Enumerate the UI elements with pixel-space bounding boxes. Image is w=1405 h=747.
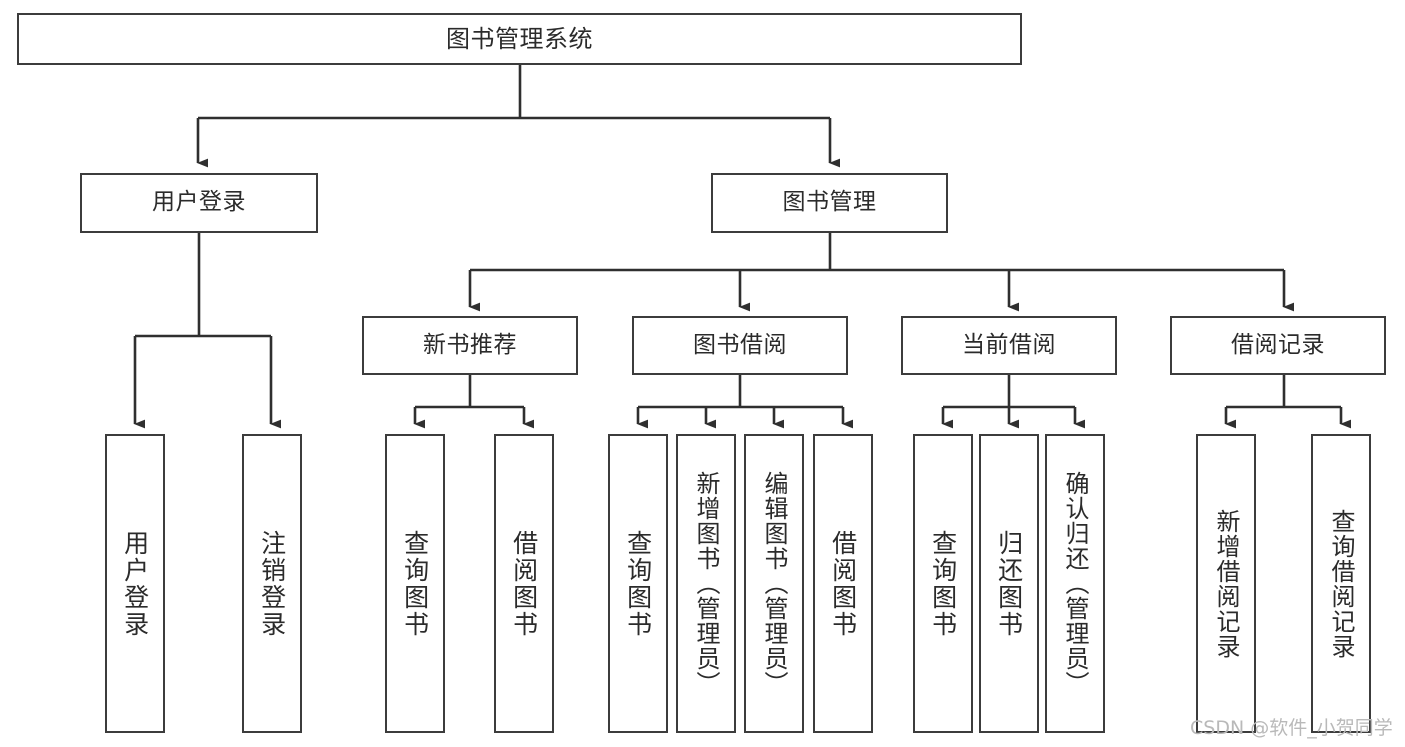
node-leaf-query-book-borrow[interactable]: 查询图书: [608, 434, 668, 733]
node-root-system[interactable]: 图书管理系统: [17, 13, 1022, 65]
node-leaf-confirm-return-admin[interactable]: 确认归还（管理员）: [1045, 434, 1105, 733]
node-leaf-borrow-book[interactable]: 借阅图书: [813, 434, 873, 733]
node-label: 新增借阅记录: [1212, 508, 1240, 659]
node-current-borrow[interactable]: 当前借阅: [901, 316, 1117, 375]
node-label: 确认归还（管理员）: [1061, 471, 1089, 696]
node-label: 借阅记录: [1231, 331, 1325, 358]
node-new-book-recommend[interactable]: 新书推荐: [362, 316, 578, 375]
node-label: 注销登录: [257, 529, 287, 638]
node-label: 图书借阅: [693, 331, 787, 358]
node-label: 查询图书: [928, 529, 958, 638]
node-label: 查询借阅记录: [1327, 508, 1355, 659]
node-label: 图书管理系统: [446, 24, 593, 53]
node-book-borrow[interactable]: 图书借阅: [632, 316, 848, 375]
node-leaf-query-borrow-record[interactable]: 查询借阅记录: [1311, 434, 1371, 733]
node-borrow-record[interactable]: 借阅记录: [1170, 316, 1386, 375]
node-label: 新书推荐: [423, 331, 517, 358]
node-book-management[interactable]: 图书管理: [711, 173, 948, 233]
node-label: 用户登录: [152, 189, 246, 216]
node-leaf-logout[interactable]: 注销登录: [242, 434, 302, 733]
node-label: 用户登录: [120, 529, 150, 638]
node-leaf-edit-book-admin[interactable]: 编辑图书（管理员）: [744, 434, 804, 733]
node-leaf-return-book[interactable]: 归还图书: [979, 434, 1039, 733]
node-leaf-query-book-recommend[interactable]: 查询图书: [385, 434, 445, 733]
node-label: 借阅图书: [828, 529, 858, 638]
node-label: 查询图书: [623, 529, 653, 638]
node-label: 查询图书: [400, 529, 430, 638]
node-leaf-borrow-book-recommend[interactable]: 借阅图书: [494, 434, 554, 733]
node-label: 借阅图书: [509, 529, 539, 638]
node-label: 当前借阅: [962, 331, 1056, 358]
node-leaf-user-login[interactable]: 用户登录: [105, 434, 165, 733]
node-label: 新增图书（管理员）: [692, 471, 720, 696]
node-leaf-add-book-admin[interactable]: 新增图书（管理员）: [676, 434, 736, 733]
node-label: 归还图书: [994, 529, 1024, 638]
node-leaf-query-book-current[interactable]: 查询图书: [913, 434, 973, 733]
node-label: 编辑图书（管理员）: [760, 471, 788, 696]
node-user-login[interactable]: 用户登录: [80, 173, 318, 233]
node-leaf-add-borrow-record[interactable]: 新增借阅记录: [1196, 434, 1256, 733]
node-label: 图书管理: [782, 189, 877, 216]
